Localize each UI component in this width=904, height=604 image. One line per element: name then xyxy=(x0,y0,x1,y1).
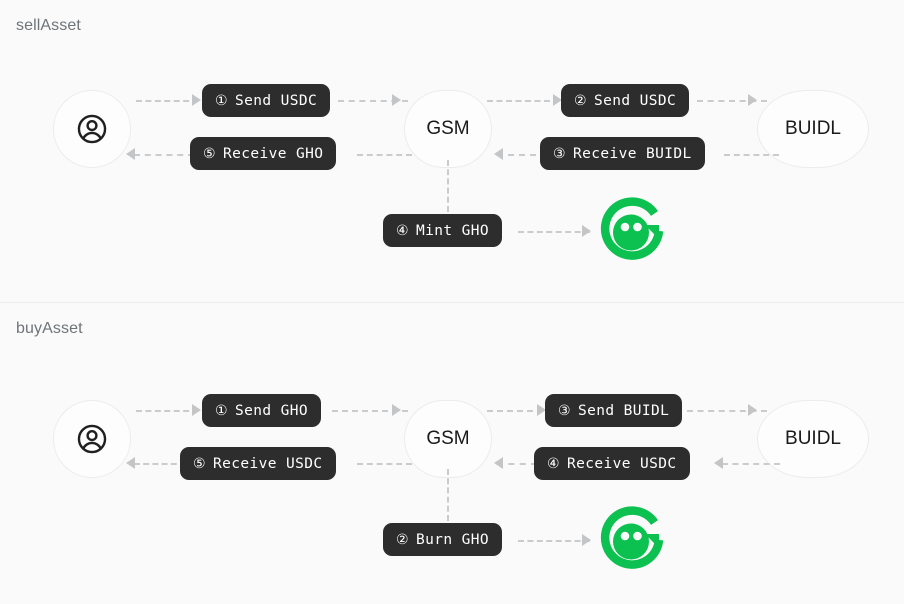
badge-sell-mint-gho[interactable]: ④ Mint GHO xyxy=(383,214,502,247)
connector-send2-to-buidl xyxy=(697,100,767,102)
arrowhead-burn-to-gho xyxy=(582,534,591,546)
badge-step-label: Send BUIDL xyxy=(577,402,670,419)
arrowhead-receive-buidl-to-gsm xyxy=(494,148,503,160)
badge-step-number: ⑤ xyxy=(193,455,206,472)
badge-sell-send-usdc-buidl[interactable]: ② Send USDC xyxy=(561,84,690,117)
page-title-sell-asset: sellAsset xyxy=(16,17,81,34)
connector-buidl-to-receive-usdc-r xyxy=(722,463,780,465)
badge-buy-send-gho[interactable]: ① Send GHO xyxy=(202,394,321,427)
badge-step-label: Send GHO xyxy=(234,402,308,419)
arrowhead-user-to-send1 xyxy=(192,94,201,106)
page-title-buy-asset: buyAsset xyxy=(16,320,83,337)
gho-logo-icon xyxy=(596,195,668,267)
connector-send-buidl-to-buidl xyxy=(687,410,767,412)
badge-step-number: ① xyxy=(215,402,228,419)
arrowhead-send-buidl-to-buidl xyxy=(748,404,757,416)
connector-send-gho-to-gsm xyxy=(332,410,408,412)
badge-step-label: Receive GHO xyxy=(222,145,324,162)
badge-step-number: ② xyxy=(396,531,409,548)
badge-step-number: ④ xyxy=(396,222,409,239)
badge-buy-receive-usdc-gsm[interactable]: ④ Receive USDC xyxy=(534,447,690,480)
badge-step-label: Send USDC xyxy=(593,92,677,109)
node-buidl[interactable]: BUIDL xyxy=(757,90,869,168)
badge-step-label: Mint GHO xyxy=(415,222,489,239)
arrowhead-receive-usdc-r-to-gsm xyxy=(494,457,503,469)
badge-step-number: ④ xyxy=(547,455,560,472)
arrowhead-user-to-send-gho xyxy=(192,404,201,416)
node-gsm[interactable]: GSM xyxy=(404,90,492,168)
connector-gsm-to-send2 xyxy=(487,100,569,102)
connector-buidl-to-receive-buidl xyxy=(724,154,779,156)
badge-buy-send-buidl[interactable]: ③ Send BUIDL xyxy=(545,394,683,427)
badge-buy-receive-usdc-user[interactable]: ⑤ Receive USDC xyxy=(180,447,336,480)
node-gsm[interactable]: GSM xyxy=(404,400,492,478)
node-user[interactable] xyxy=(53,90,131,168)
connector-receive-usdc-r-to-gsm xyxy=(497,463,537,465)
connector-user-to-send1 xyxy=(136,100,208,102)
arrowhead-buidl-to-receive-usdc-r xyxy=(714,457,723,469)
arrowhead-receive-gho-to-user xyxy=(126,148,135,160)
badge-step-label: Receive USDC xyxy=(566,455,677,472)
connector-send1-to-gsm xyxy=(338,100,408,102)
connector-gsm-to-burn xyxy=(447,469,449,521)
section-buy-asset: buyAsset GSM xyxy=(0,302,904,604)
badge-step-number: ① xyxy=(215,92,228,109)
connector-mint-to-gho xyxy=(518,231,590,233)
arrowhead-send-gho-to-gsm xyxy=(392,404,401,416)
arrowhead-gsm-to-send-buidl xyxy=(537,404,546,416)
connector-gsm-to-receive-gho xyxy=(357,154,412,156)
node-gsm-label: GSM xyxy=(426,118,470,139)
node-buidl-label: BUIDL xyxy=(785,118,841,139)
badge-sell-receive-buidl[interactable]: ③ Receive BUIDL xyxy=(540,137,705,170)
connector-receive-buidl-to-gsm xyxy=(497,154,547,156)
arrowhead-mint-to-gho xyxy=(582,225,591,237)
node-user[interactable] xyxy=(53,400,131,478)
arrowhead-send1-to-gsm xyxy=(392,94,401,106)
connector-gsm-to-send-buidl xyxy=(487,410,553,412)
badge-buy-burn-gho[interactable]: ② Burn GHO xyxy=(383,523,502,556)
badge-step-label: Burn GHO xyxy=(415,531,489,548)
arrowhead-gsm-to-send2 xyxy=(553,94,562,106)
node-buidl-label: BUIDL xyxy=(785,428,841,449)
user-circle-icon xyxy=(75,422,109,456)
connector-user-to-send-gho xyxy=(136,410,208,412)
badge-sell-receive-gho[interactable]: ⑤ Receive GHO xyxy=(190,137,337,170)
badge-step-number: ② xyxy=(574,92,587,109)
section-sell-asset: sellAsset xyxy=(16,17,869,267)
badge-step-label: Send USDC xyxy=(234,92,318,109)
connector-receive-usdc-l-to-user xyxy=(134,463,186,465)
arrowhead-send2-to-buidl xyxy=(748,94,757,106)
badge-step-label: Receive USDC xyxy=(212,455,323,472)
node-buidl[interactable]: BUIDL xyxy=(757,400,869,478)
badge-step-label: Receive BUIDL xyxy=(572,145,692,162)
gho-logo-icon xyxy=(596,504,668,576)
connector-burn-to-gho xyxy=(518,540,590,542)
badge-step-number: ⑤ xyxy=(203,145,216,162)
connector-gsm-to-mint xyxy=(447,160,449,212)
badge-step-number: ③ xyxy=(558,402,571,419)
arrowhead-receive-usdc-l-to-user xyxy=(126,457,135,469)
node-gsm-label: GSM xyxy=(426,428,470,449)
badge-sell-send-usdc-user[interactable]: ① Send USDC xyxy=(202,84,331,117)
connector-gsm-to-receive-usdc-l xyxy=(357,463,412,465)
badge-step-number: ③ xyxy=(553,145,566,162)
user-circle-icon xyxy=(75,112,109,146)
connector-receive-gho-to-user xyxy=(134,154,194,156)
